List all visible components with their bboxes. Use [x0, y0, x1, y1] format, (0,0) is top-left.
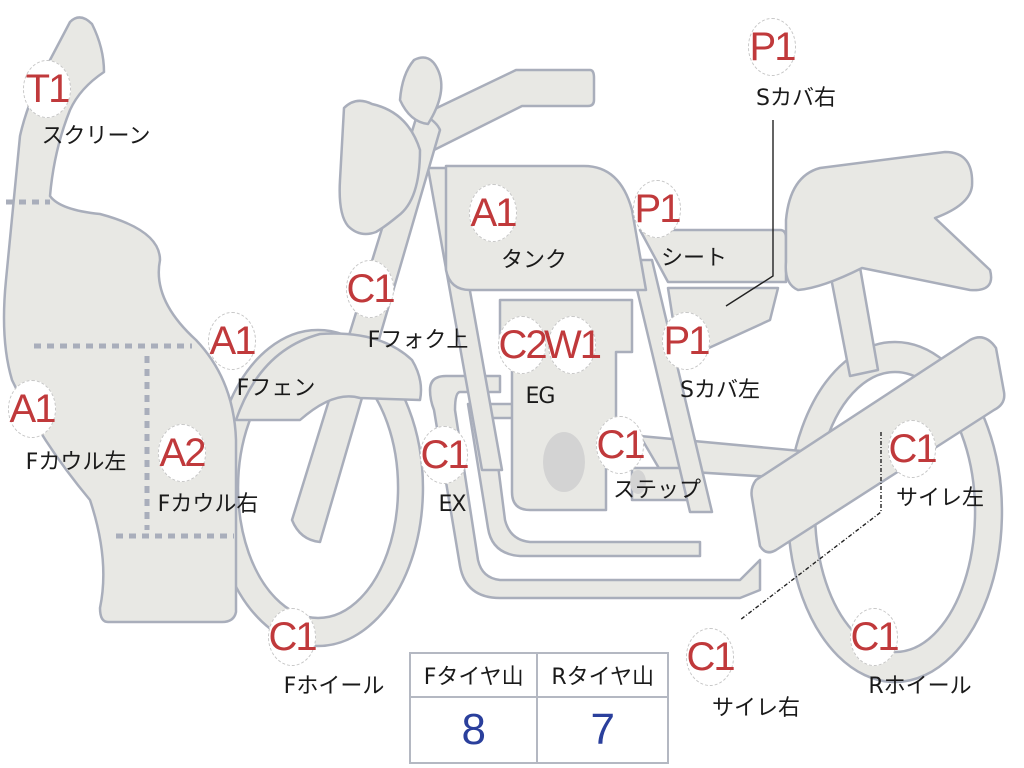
part-label: Sカバ右 [756, 86, 836, 111]
exhaust-pipe-outer-shape [428, 374, 762, 600]
frame-rear-tube-shape [628, 258, 714, 514]
status-code-badge: C1 [596, 416, 646, 474]
muffler-left-leader [739, 432, 882, 621]
status-code-badge: A1 [8, 380, 56, 438]
part-label: シート [660, 246, 728, 271]
part-label: Sカバ左 [680, 378, 760, 403]
part-label: Fホイール [283, 674, 385, 699]
part-label: サイレ左 [895, 486, 985, 511]
front-fender-shape [234, 332, 423, 422]
front-tire-value[interactable]: 8 [408, 696, 539, 764]
status-code-badge: A2 [158, 424, 206, 482]
status-code-badge: C2 [498, 316, 548, 374]
status-code-badge: C1 [686, 628, 736, 686]
part-label: スクリーン [41, 124, 151, 149]
status-code-badge: A1 [208, 312, 256, 370]
part-label: ステップ [612, 478, 702, 503]
muffler-shape [750, 336, 1006, 554]
step-peg-left-shape [630, 470, 646, 494]
headlight-shape [338, 99, 422, 236]
status-code-badge: C1 [850, 608, 900, 666]
rear-tire-value[interactable]: 7 [536, 696, 669, 764]
s-cover-right-leader [725, 120, 774, 307]
status-code-badge: T1 [23, 60, 71, 118]
status-code-badge: A1 [469, 184, 517, 242]
part-label: Fカウル左 [25, 450, 127, 475]
status-code-badge: P1 [748, 18, 796, 76]
part-label: タンク [500, 248, 568, 273]
status-code-badge: P1 [633, 180, 681, 238]
rear-tire-header: Rタイヤ山 [536, 652, 669, 698]
mirror-shape [398, 56, 443, 126]
tire-tread-table: Fタイヤ山 Rタイヤ山 8 7 [408, 652, 669, 764]
part-label: サイレ右 [711, 696, 801, 721]
status-code-badge: C1 [346, 260, 396, 318]
part-label: Rホイール [868, 674, 972, 699]
tire-table-value-row: 8 7 [408, 696, 669, 764]
part-label: Fフォク上 [367, 328, 469, 353]
status-code-badge: C1 [888, 420, 938, 478]
status-code-badge: W1 [544, 316, 602, 374]
tail-shape [784, 150, 993, 292]
tire-table-header-row: Fタイヤ山 Rタイヤ山 [408, 652, 669, 698]
handlebar-shape [418, 68, 596, 152]
part-label: EX [438, 492, 467, 517]
status-code-badge: C1 [268, 608, 318, 666]
status-code-badge: C1 [420, 426, 470, 484]
part-label: Fカウル右 [157, 492, 259, 517]
part-label: EG [525, 384, 556, 409]
status-code-badge: P1 [662, 312, 710, 370]
engine-cover-shape [543, 432, 585, 492]
front-tire-header: Fタイヤ山 [408, 652, 539, 698]
part-label: Fフェン [236, 376, 316, 401]
